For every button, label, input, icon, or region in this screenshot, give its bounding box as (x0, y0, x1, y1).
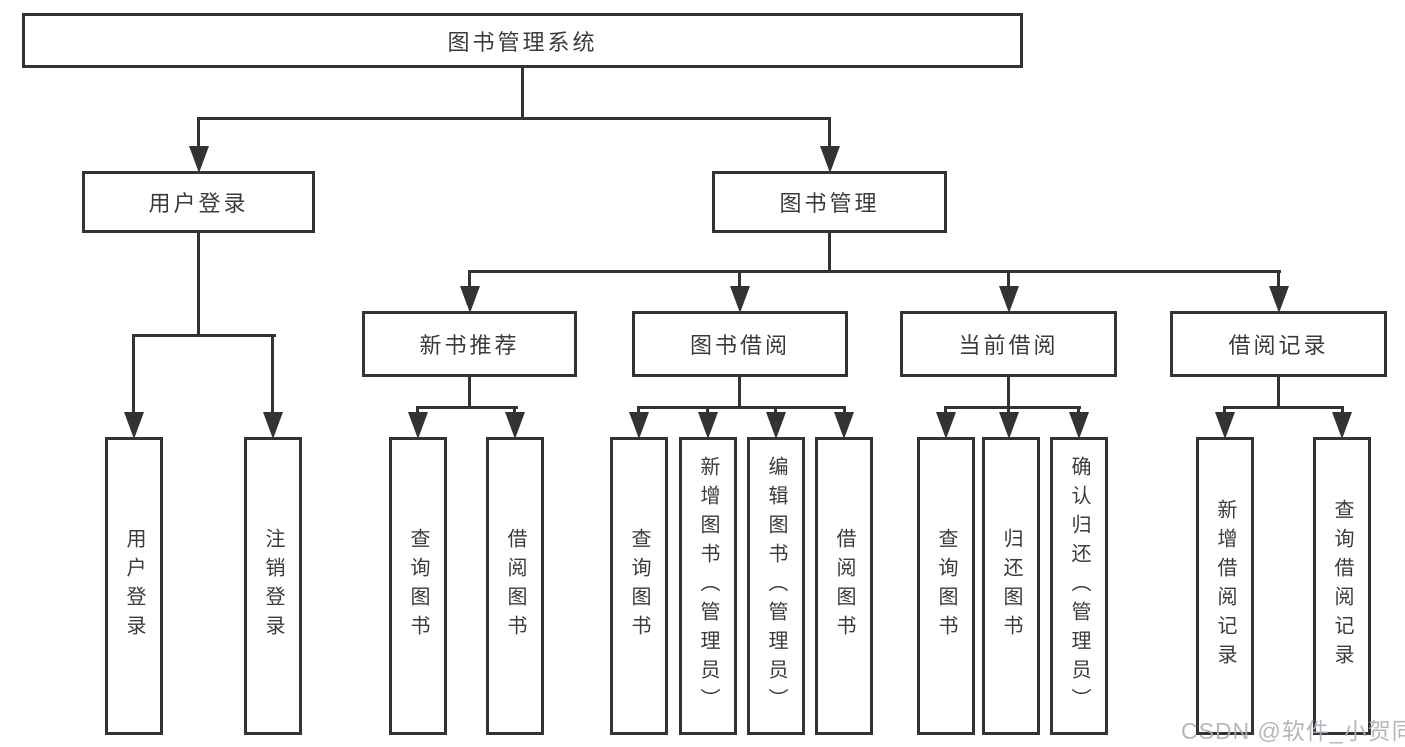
connector-line (637, 406, 846, 409)
csdn-watermark: CSDN @软件_小贺同学 (1181, 718, 1405, 744)
arrowhead-down-icon (124, 412, 144, 439)
arrowhead-down-icon (834, 412, 854, 439)
node-leaf-nbr-borrow-book: 借阅图书 (486, 437, 544, 735)
arrowhead-down-icon (1069, 412, 1089, 439)
arrowhead-down-icon (408, 412, 428, 439)
connector-line (271, 334, 274, 416)
node-user-login: 用户登录 (82, 171, 315, 233)
node-label: 图书管理 (779, 191, 880, 216)
arrowhead-down-icon (998, 286, 1019, 313)
node-label: 新书推荐 (419, 333, 520, 358)
connector-line (738, 270, 741, 294)
connector-line (197, 117, 831, 120)
node-label: 查询图书 (407, 528, 429, 644)
arrowhead-down-icon (1268, 286, 1289, 313)
node-label: 查询图书 (935, 528, 957, 644)
node-leaf-cb-confirm-return: 确认归还（管理员） (1050, 437, 1108, 735)
node-leaf-br-add-record: 新增借阅记录 (1196, 437, 1254, 735)
node-label: 新增图书（管理员） (697, 455, 719, 717)
arrowhead-down-icon (263, 412, 283, 439)
connector-line (132, 334, 135, 416)
arrowhead-down-icon (629, 412, 649, 439)
connector-line (828, 233, 831, 273)
node-root-system: 图书管理系统 (22, 13, 1023, 68)
node-label: 当前借阅 (958, 333, 1059, 358)
node-leaf-bb-add-book-admin: 新增图书（管理员） (679, 437, 737, 735)
connector-line (1277, 270, 1280, 294)
node-leaf-bb-borrow-book: 借阅图书 (815, 437, 873, 735)
connector-line (1277, 377, 1280, 408)
node-borrow-records: 借阅记录 (1170, 311, 1387, 377)
node-label: 确认归还（管理员） (1068, 455, 1090, 717)
node-label: 图书管理系统 (447, 29, 598, 55)
node-label: 归还图书 (1000, 528, 1022, 644)
arrowhead-down-icon (1332, 412, 1352, 439)
connector-line (521, 68, 524, 120)
node-label: 借阅图书 (833, 528, 855, 644)
node-current-borrow: 当前借阅 (900, 311, 1117, 377)
connector-line (468, 377, 471, 408)
node-label: 借阅图书 (504, 528, 526, 644)
node-label: 用户登录 (148, 191, 249, 216)
connector-line (1007, 270, 1010, 294)
node-label: 新增借阅记录 (1214, 499, 1236, 673)
arrowhead-down-icon (819, 146, 840, 173)
connector-line (1223, 406, 1344, 409)
arrowhead-down-icon (936, 412, 956, 439)
node-label: 注销登录 (262, 528, 284, 644)
node-leaf-logout: 注销登录 (244, 437, 302, 735)
node-leaf-nbr-search-book: 查询图书 (389, 437, 447, 735)
connector-line (197, 117, 200, 151)
connector-line (468, 270, 1281, 273)
connector-line (197, 232, 200, 336)
arrowhead-down-icon (1215, 412, 1235, 439)
connector-line (1007, 377, 1010, 408)
arrowhead-down-icon (698, 412, 718, 439)
arrowhead-down-icon (766, 412, 786, 439)
connector-line (944, 406, 1081, 409)
arrowhead-down-icon (998, 412, 1019, 439)
node-label: 借阅记录 (1228, 333, 1329, 358)
node-label: 编辑图书（管理员） (765, 455, 787, 717)
node-book-borrow: 图书借阅 (632, 311, 848, 377)
node-label: 用户登录 (123, 528, 145, 644)
connector-line (468, 270, 471, 294)
connector-line (416, 406, 518, 409)
arrowhead-down-icon (188, 146, 209, 173)
node-leaf-cb-search-book: 查询图书 (917, 437, 975, 735)
node-leaf-br-search-record: 查询借阅记录 (1313, 437, 1371, 735)
arrowhead-down-icon (730, 286, 750, 313)
node-leaf-user-login: 用户登录 (105, 437, 163, 735)
node-label: 图书借阅 (689, 333, 790, 358)
node-book-management: 图书管理 (712, 171, 947, 233)
node-leaf-cb-return-book: 归还图书 (982, 437, 1040, 735)
connector-line (132, 334, 276, 337)
arrowhead-down-icon (459, 286, 480, 313)
node-label: 查询图书 (628, 528, 650, 644)
connector-line (828, 117, 831, 151)
connector-line (738, 377, 741, 408)
node-new-book-recommend: 新书推荐 (362, 311, 577, 377)
arrowhead-down-icon (505, 412, 525, 439)
node-leaf-bb-search-book: 查询图书 (610, 437, 668, 735)
node-label: 查询借阅记录 (1331, 499, 1353, 673)
node-leaf-bb-edit-book-admin: 编辑图书（管理员） (747, 437, 805, 735)
